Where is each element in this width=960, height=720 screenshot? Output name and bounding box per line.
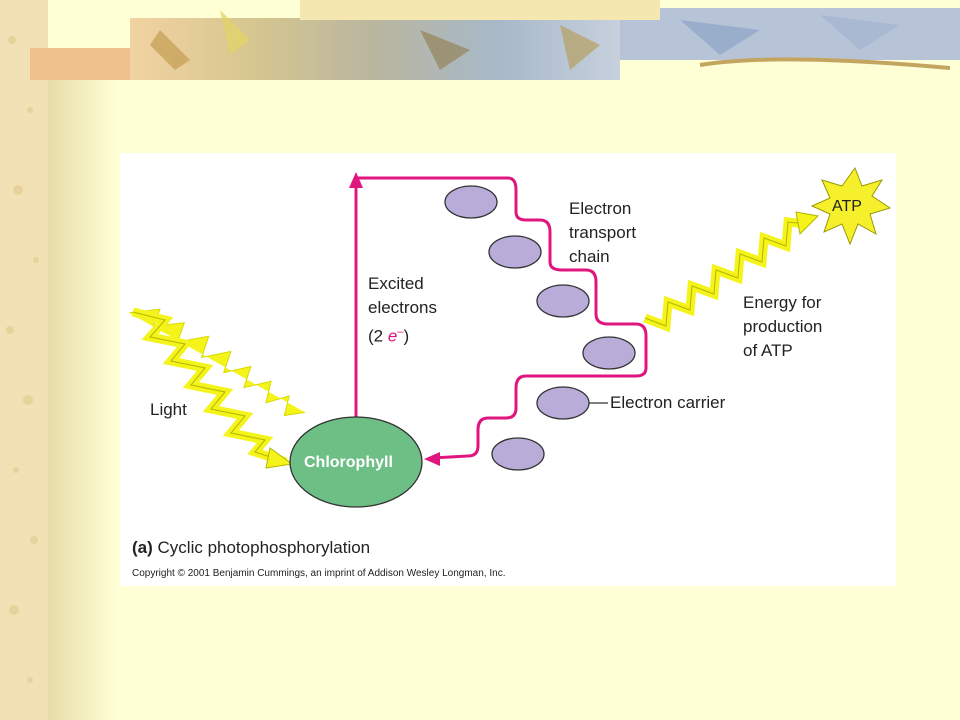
caption: (a) Cyclic photophosphorylation xyxy=(132,536,370,560)
copyright: Copyright © 2001 Benjamin Cummings, an i… xyxy=(132,568,506,579)
energy-arrowhead xyxy=(795,211,820,236)
electron-carrier-label: Electron carrier xyxy=(610,393,726,412)
excited-paren-open: (2 xyxy=(368,326,388,346)
energy-zigzag-outline xyxy=(644,221,807,327)
left-border-decoration xyxy=(0,0,48,720)
shadow-band xyxy=(48,80,118,720)
carrier-4 xyxy=(582,336,636,370)
excited-e: e xyxy=(387,326,398,346)
etc-line-1: Electron xyxy=(569,199,632,218)
caption-part: (a) xyxy=(132,538,153,557)
energy-line-3: of ATP xyxy=(743,341,793,360)
etc-line-3: chain xyxy=(569,247,610,266)
etc-label: Electron transport chain xyxy=(569,197,636,269)
light-zigzag xyxy=(129,308,306,417)
carrier-1 xyxy=(444,185,498,219)
left-border-texture xyxy=(6,36,39,683)
atp-star xyxy=(810,166,892,246)
light-arrowhead xyxy=(265,447,294,469)
electron-transport-path xyxy=(356,176,648,460)
excited-line-1: Excited xyxy=(368,274,424,293)
light-label: Light xyxy=(150,400,187,419)
excited-line-2: electrons xyxy=(368,298,437,317)
top-banner xyxy=(30,0,960,80)
return-arrowhead xyxy=(424,452,440,466)
atp-label: ATP xyxy=(832,198,862,215)
energy-line-1: Energy for xyxy=(743,293,822,312)
carrier-3 xyxy=(536,284,590,318)
carrier-5 xyxy=(536,386,590,420)
chlorophyll-ellipse xyxy=(289,416,423,508)
excited-electrons-label: Excited electrons (2 e–) xyxy=(368,272,437,349)
energy-label: Energy for production of ATP xyxy=(743,291,822,363)
carrier-2 xyxy=(488,235,542,269)
energy-line-2: production xyxy=(743,317,823,336)
excited-superscript: – xyxy=(397,326,404,338)
light-zigzag-outline xyxy=(132,311,287,463)
chlorophyll-label: Chlorophyll xyxy=(304,454,393,471)
excited-line-3: (2 e–) xyxy=(368,320,437,349)
excited-paren-close: ) xyxy=(403,326,410,346)
carrier-6 xyxy=(491,437,545,471)
excited-arrowhead xyxy=(349,172,363,188)
caption-title: Cyclic photophosphorylation xyxy=(157,538,371,557)
etc-line-2: transport xyxy=(569,223,637,242)
